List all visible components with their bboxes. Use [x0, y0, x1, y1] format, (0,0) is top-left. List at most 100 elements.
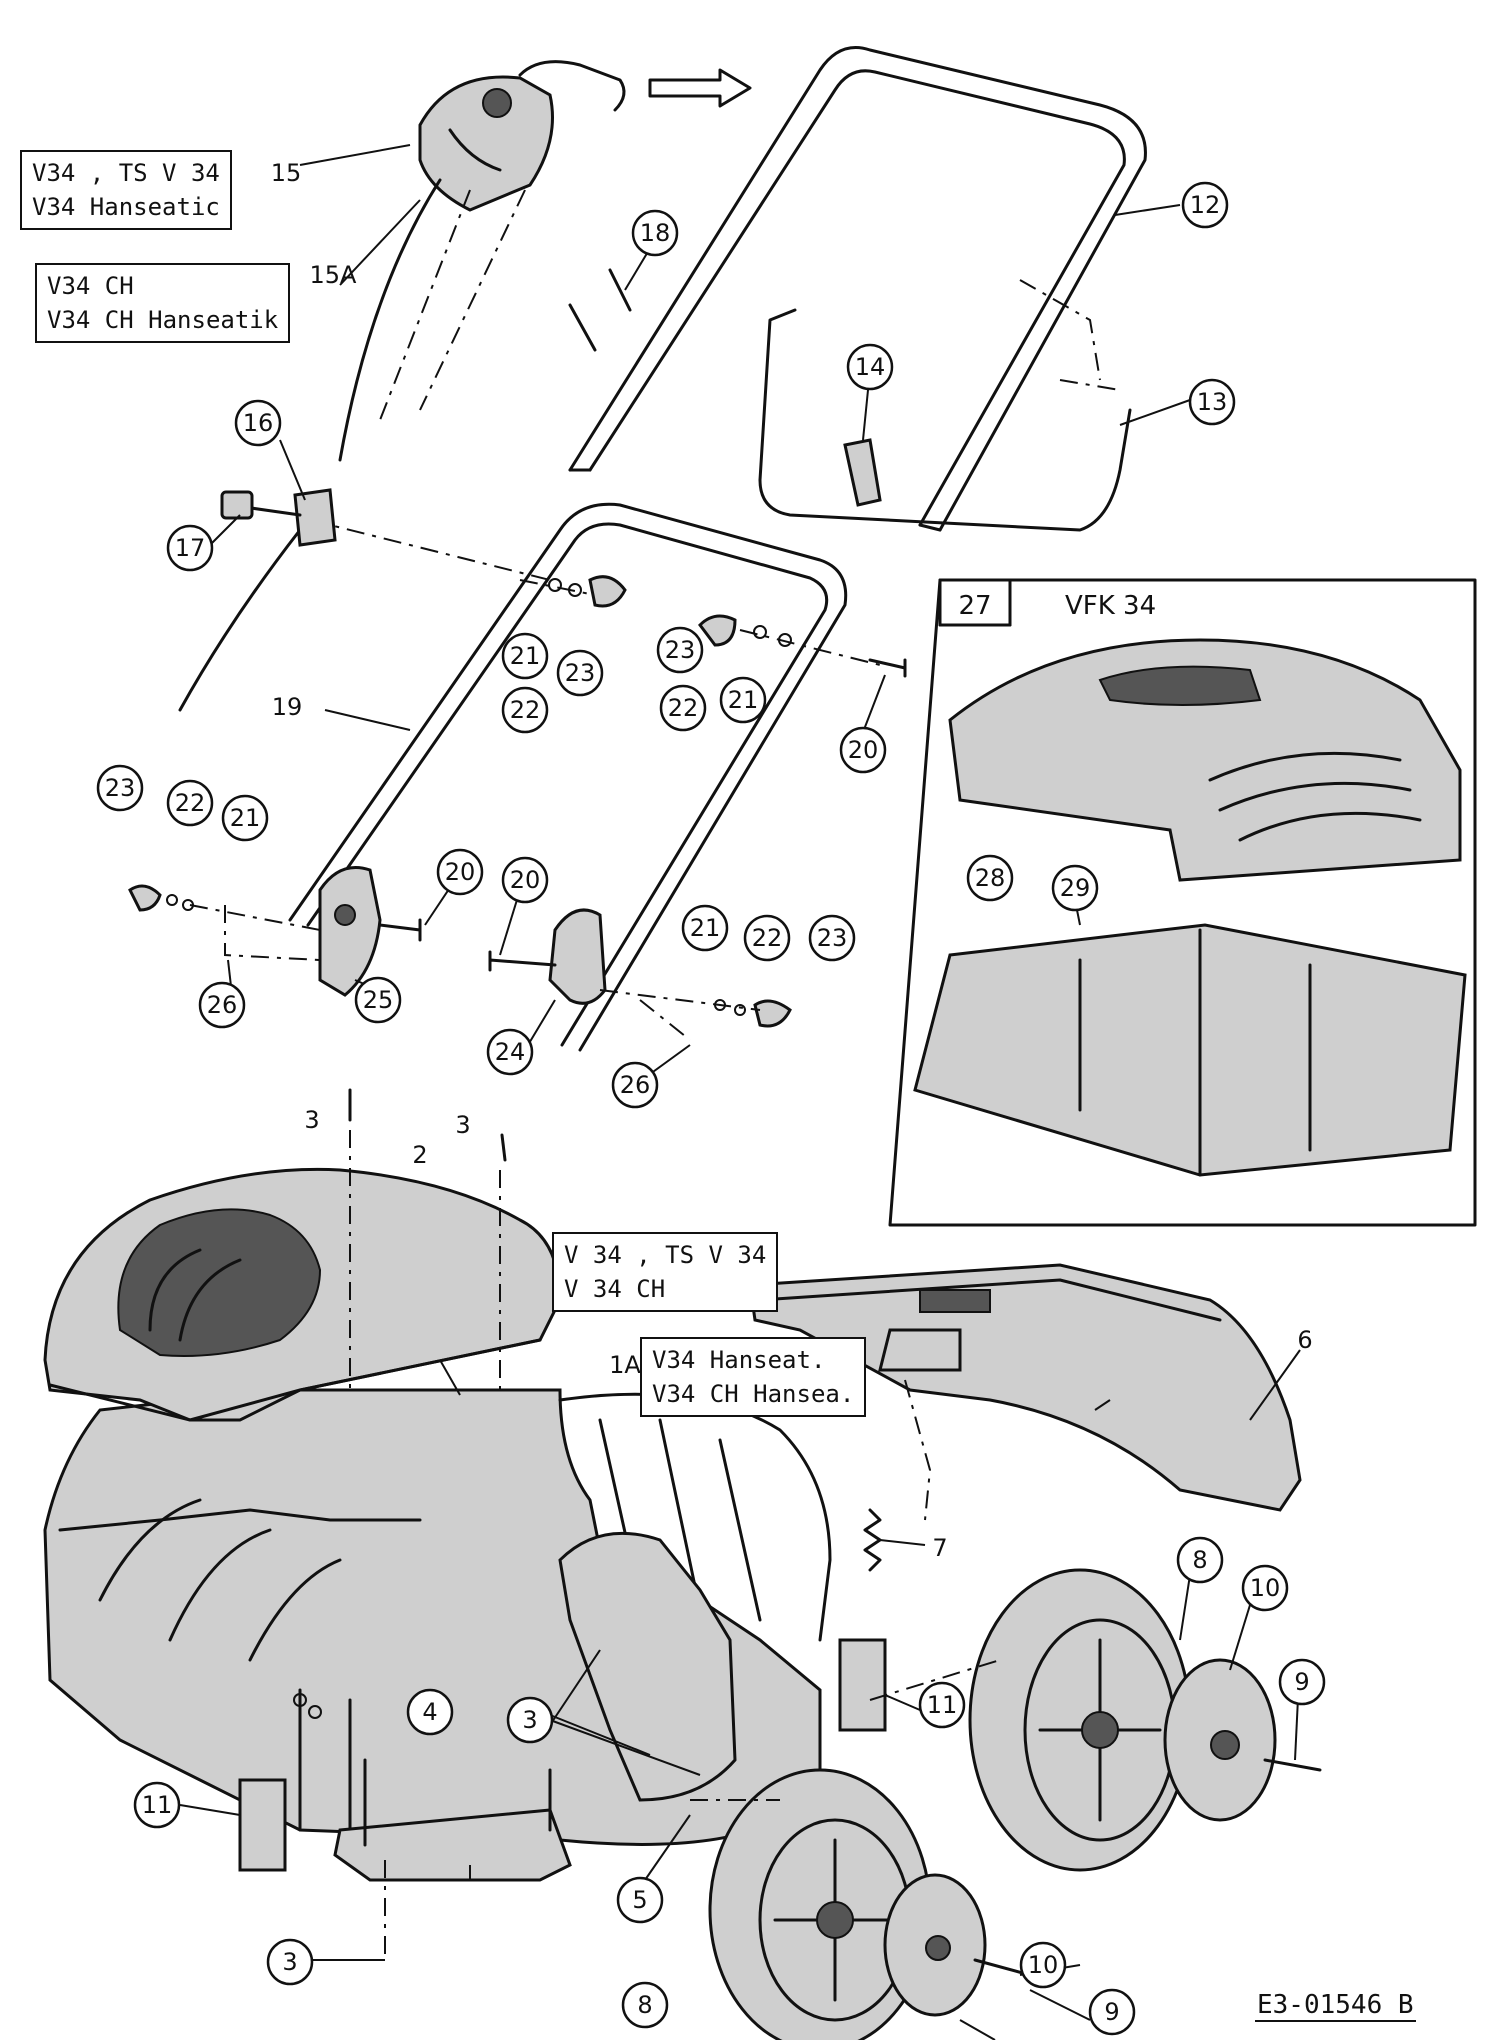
- svg-text:7: 7: [932, 1534, 947, 1562]
- svg-text:15: 15: [271, 159, 302, 187]
- callout-3a: 3: [304, 1106, 319, 1134]
- callout-9b: 9: [1088, 1988, 1136, 2036]
- svg-text:18: 18: [640, 219, 671, 247]
- callout-23b: 23: [656, 626, 704, 674]
- variant-box-top-line-1: V34 , TS V 34: [32, 159, 220, 187]
- callout-11b: 11: [918, 1681, 966, 1729]
- callout-28: 28: [966, 854, 1014, 902]
- svg-text:5: 5: [632, 1886, 647, 1914]
- callout-26b: 26: [611, 1061, 659, 1109]
- callout-9a: 9: [1278, 1658, 1326, 1706]
- callout-22a: 22: [501, 686, 549, 734]
- axle-bolt-front: [973, 1958, 1032, 1977]
- svg-text:10: 10: [1028, 1951, 1059, 1979]
- screw-3b: [500, 1133, 507, 1162]
- left-bracket: [128, 866, 422, 997]
- screw-18b: [568, 303, 597, 352]
- screw-18: [608, 268, 632, 312]
- svg-text:19: 19: [272, 693, 303, 721]
- variant-box-top-line-2: V34 Hanseatic: [32, 193, 220, 221]
- svg-text:3: 3: [282, 1948, 297, 1976]
- callout-2: 2: [412, 1141, 427, 1169]
- variant-box-hansea: V34 Hanseat. V34 CH Hansea.: [640, 1337, 867, 1417]
- callout-12: 12: [1181, 181, 1229, 229]
- bail-bar: [758, 308, 1132, 532]
- svg-text:11: 11: [142, 1791, 173, 1819]
- svg-text:10: 10: [1250, 1574, 1281, 1602]
- callout-16: 16: [234, 399, 282, 447]
- svg-text:20: 20: [848, 736, 879, 764]
- svg-text:25: 25: [363, 986, 394, 1014]
- svg-text:20: 20: [445, 858, 476, 886]
- callout-18: 18: [631, 209, 679, 257]
- svg-text:16: 16: [243, 409, 274, 437]
- callout-26a: 26: [198, 981, 246, 1029]
- svg-text:21: 21: [690, 914, 721, 942]
- svg-text:3: 3: [522, 1706, 537, 1734]
- lower-handle: [288, 502, 848, 1052]
- svg-text:21: 21: [510, 642, 541, 670]
- callout-23d: 23: [808, 914, 856, 962]
- svg-text:22: 22: [752, 924, 783, 952]
- callout-23a: 23: [556, 649, 604, 697]
- callout-21b: 21: [719, 676, 767, 724]
- rear-wheel: [968, 1568, 1277, 1872]
- callout-20a: 20: [839, 726, 887, 774]
- drawing-reference: E3-01546 B: [1255, 1990, 1416, 2022]
- callout-29: 29: [1051, 864, 1099, 912]
- callout-8a: 8: [1176, 1536, 1224, 1584]
- svg-text:21: 21: [230, 804, 261, 832]
- variant-box-mid-line-1: V 34 , TS V 34: [564, 1241, 767, 1269]
- callout-15a: 15A: [310, 261, 358, 289]
- callout-25: 25: [354, 976, 402, 1024]
- power-cord: [178, 528, 302, 712]
- spring: [863, 1508, 882, 1572]
- callout-5: 5: [616, 1876, 664, 1924]
- callout-8b: 8: [621, 1981, 669, 2029]
- svg-text:28: 28: [975, 864, 1006, 892]
- svg-text:26: 26: [207, 991, 238, 1019]
- callout-21c: 21: [221, 794, 269, 842]
- control-switch: [379, 60, 626, 421]
- variant-box-top: V34 , TS V 34 V34 Hanseatic: [20, 150, 232, 230]
- callout-22c: 22: [166, 779, 214, 827]
- svg-text:22: 22: [175, 789, 206, 817]
- callout-14: 14: [846, 343, 894, 391]
- variant-box-hansea-line-1: V34 Hanseat.: [652, 1346, 826, 1374]
- svg-text:9: 9: [1104, 1998, 1119, 2026]
- direction-arrow: [648, 68, 752, 108]
- knob-assembly-upper: [519, 575, 907, 678]
- callout-10a: 10: [1241, 1564, 1289, 1612]
- callout-22b: 22: [659, 684, 707, 732]
- svg-text:13: 13: [1197, 388, 1228, 416]
- switch-cable: [338, 178, 442, 462]
- callout-1a: 1A: [609, 1351, 641, 1379]
- svg-text:8: 8: [1192, 1546, 1207, 1574]
- variant-box-ch-line-2: V34 CH Hanseatik: [47, 306, 279, 334]
- callout-23c: 23: [96, 764, 144, 812]
- callout-24: 24: [486, 1028, 534, 1076]
- svg-text:22: 22: [668, 694, 699, 722]
- callout-17: 17: [166, 524, 214, 572]
- svg-text:15A: 15A: [310, 261, 358, 289]
- skid-plate: [333, 1758, 572, 1960]
- inset-grass-box: [888, 578, 1477, 1227]
- upper-handle: [568, 46, 1147, 532]
- variant-box-mid: V 34 , TS V 34 V 34 CH: [552, 1232, 779, 1312]
- top-cover: [43, 1167, 562, 1422]
- svg-text:9: 9: [1294, 1668, 1309, 1696]
- svg-text:22: 22: [510, 696, 541, 724]
- callout-10b: 10: [1019, 1941, 1067, 1989]
- callout-15: 15: [271, 159, 302, 187]
- callout-6: 6: [1297, 1326, 1312, 1354]
- callout-21d: 21: [681, 904, 729, 952]
- callout-22d: 22: [743, 914, 791, 962]
- svg-text:23: 23: [665, 636, 696, 664]
- svg-text:17: 17: [175, 534, 206, 562]
- svg-text:12: 12: [1190, 191, 1221, 219]
- svg-text:4: 4: [422, 1698, 437, 1726]
- svg-text:14: 14: [855, 353, 886, 381]
- axle-bolt-rear: [1263, 1758, 1322, 1772]
- callout-20b: 20: [436, 848, 484, 896]
